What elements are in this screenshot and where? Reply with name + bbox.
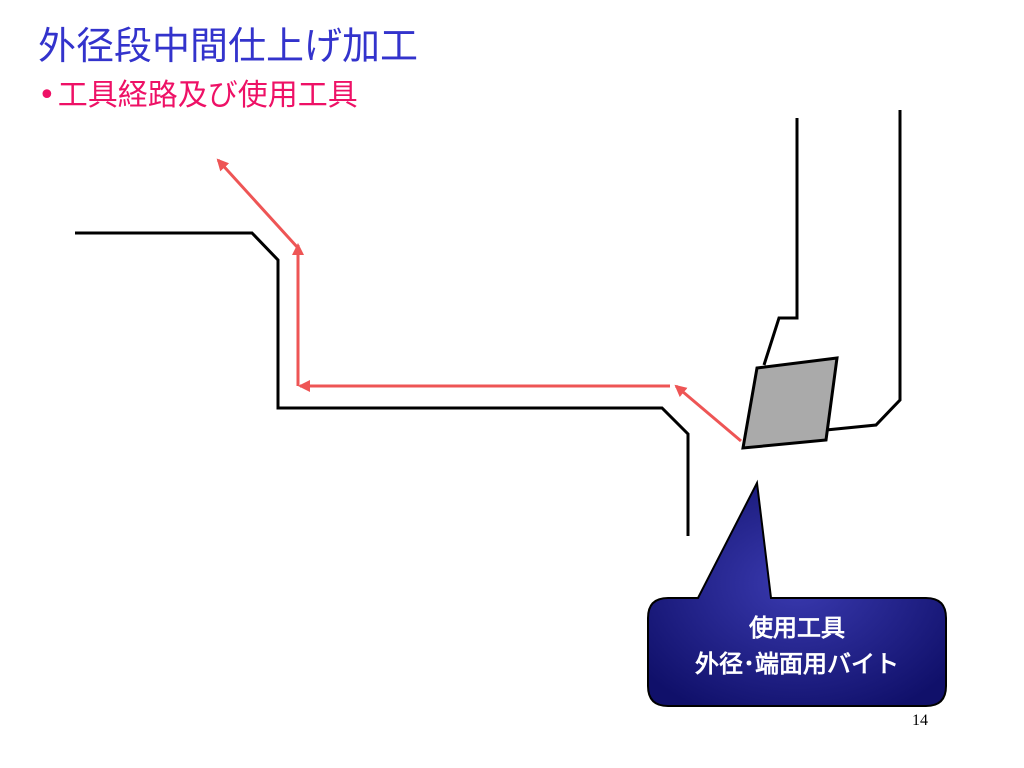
callout-line-tool-name: 外径･端面用バイト — [695, 650, 899, 678]
callout-text: 使用工具 外径･端面用バイト — [648, 610, 946, 682]
tool-holder-right-edge — [825, 110, 902, 432]
slide-subtitle: •工具経路及び使用工具 — [38, 76, 358, 116]
page-number: 14 — [912, 712, 928, 729]
tool-path-approach-arrow — [674, 384, 742, 443]
tool-holder-left-edge — [762, 118, 799, 366]
bullet-icon: • — [38, 78, 56, 113]
workpiece-profile — [75, 231, 690, 536]
callout-line-tool-label: 使用工具 — [749, 614, 845, 642]
slide-title: 外径段中間仕上げ加工 — [38, 24, 419, 68]
tool-path-retract-arrow — [216, 158, 300, 250]
tool-insert — [741, 356, 839, 450]
callout-bubble — [647, 479, 947, 707]
subtitle-text: 工具経路及び使用工具 — [57, 78, 358, 113]
